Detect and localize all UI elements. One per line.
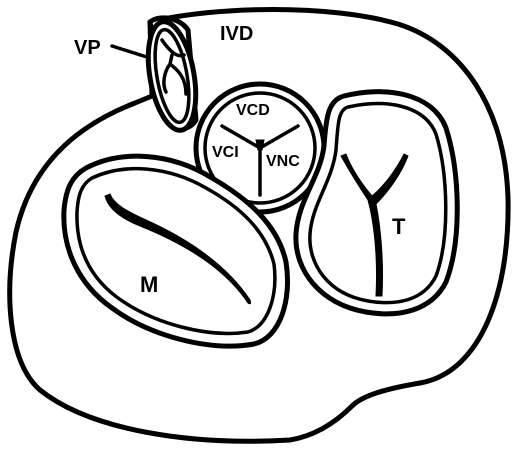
label-vci: VCI — [212, 144, 239, 161]
label-vp: VP — [74, 37, 101, 59]
label-vnc: VNC — [266, 153, 300, 170]
label-vcd: VCD — [236, 102, 270, 119]
label-m: M — [140, 272, 158, 297]
vp-leader-line — [112, 46, 150, 58]
label-ivd: IVD — [220, 23, 253, 45]
label-t: T — [392, 214, 406, 239]
aortic-commissure-mark — [256, 140, 264, 150]
